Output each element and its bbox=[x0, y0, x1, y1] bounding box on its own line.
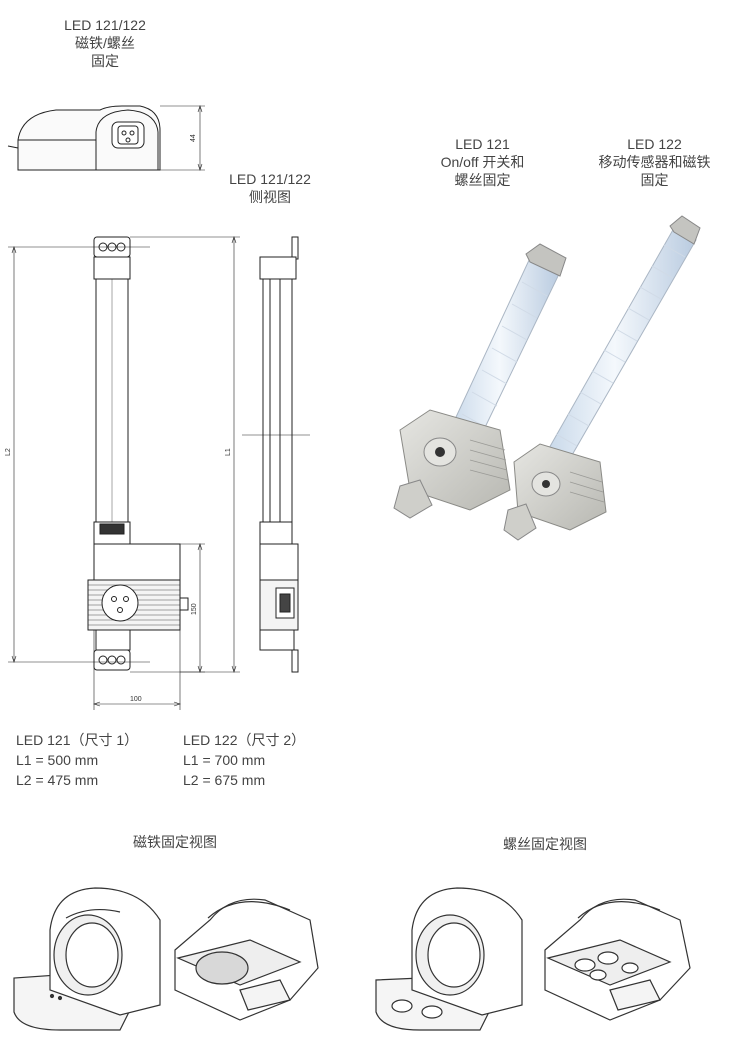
screw-view-label: 螺丝固定视图 bbox=[503, 836, 587, 852]
label-line: 磁铁/螺丝 bbox=[75, 35, 135, 51]
label-line: 螺丝固定 bbox=[454, 172, 511, 188]
led121-photo-label: LED 121 On/off 开关和 螺丝固定 bbox=[420, 135, 545, 189]
led122-product-image bbox=[503, 215, 701, 541]
label-line: 移动传感器和磁铁 bbox=[598, 154, 711, 170]
led122-spec: LED 122（尺寸 2） L1 = 700 mm L2 = 675 mm bbox=[183, 730, 305, 790]
spec-line: L1 = 700 mm bbox=[183, 752, 266, 768]
dimension-width-label: 100 bbox=[130, 696, 142, 703]
label-line: LED 121/122 bbox=[64, 17, 146, 33]
dimension-l1-label: L1 bbox=[225, 448, 232, 456]
label-line: LED 121/122 bbox=[229, 171, 311, 187]
top-left-label: LED 121/122 磁铁/螺丝 固定 bbox=[40, 16, 170, 70]
led121-product-image bbox=[393, 243, 567, 519]
spec-line: L2 = 475 mm bbox=[16, 772, 99, 788]
magnet-view-label: 磁铁固定视图 bbox=[133, 834, 217, 850]
front-view-drawing bbox=[87, 236, 189, 671]
dimension-l2-label: L2 bbox=[5, 448, 12, 456]
dimension-box-height-label: 150 bbox=[191, 603, 198, 615]
side-view-drawing bbox=[242, 236, 310, 673]
led122-photo-label: LED 122 移动传感器和磁铁 固定 bbox=[582, 135, 727, 189]
end-cap-profile-drawing bbox=[7, 105, 205, 171]
spec-line: L2 = 675 mm bbox=[183, 772, 266, 788]
spec-line: L1 = 500 mm bbox=[16, 752, 99, 768]
led121-spec: LED 121（尺寸 1） L1 = 500 mm L2 = 475 mm bbox=[16, 730, 138, 790]
label-line: LED 121 bbox=[455, 136, 510, 152]
spec-line: LED 122（尺寸 2） bbox=[183, 732, 306, 748]
screw-mount-back-drawing bbox=[544, 898, 691, 1021]
label-line: LED 122 bbox=[627, 136, 682, 152]
label-line: On/off 开关和 bbox=[440, 154, 525, 170]
label-line: 侧视图 bbox=[249, 189, 291, 205]
magnet-mount-back-drawing bbox=[174, 898, 319, 1021]
label-line: 固定 bbox=[91, 53, 119, 69]
label-line: 固定 bbox=[640, 172, 669, 188]
spec-line: LED 121（尺寸 1） bbox=[16, 732, 139, 748]
screw-mount-front-drawing bbox=[375, 887, 523, 1031]
magnet-mount-front-drawing bbox=[13, 887, 161, 1031]
side-view-label: LED 121/122 侧视图 bbox=[210, 170, 330, 206]
dimension-height-label: 44 bbox=[190, 134, 197, 142]
front-view-dimensions bbox=[8, 236, 240, 710]
